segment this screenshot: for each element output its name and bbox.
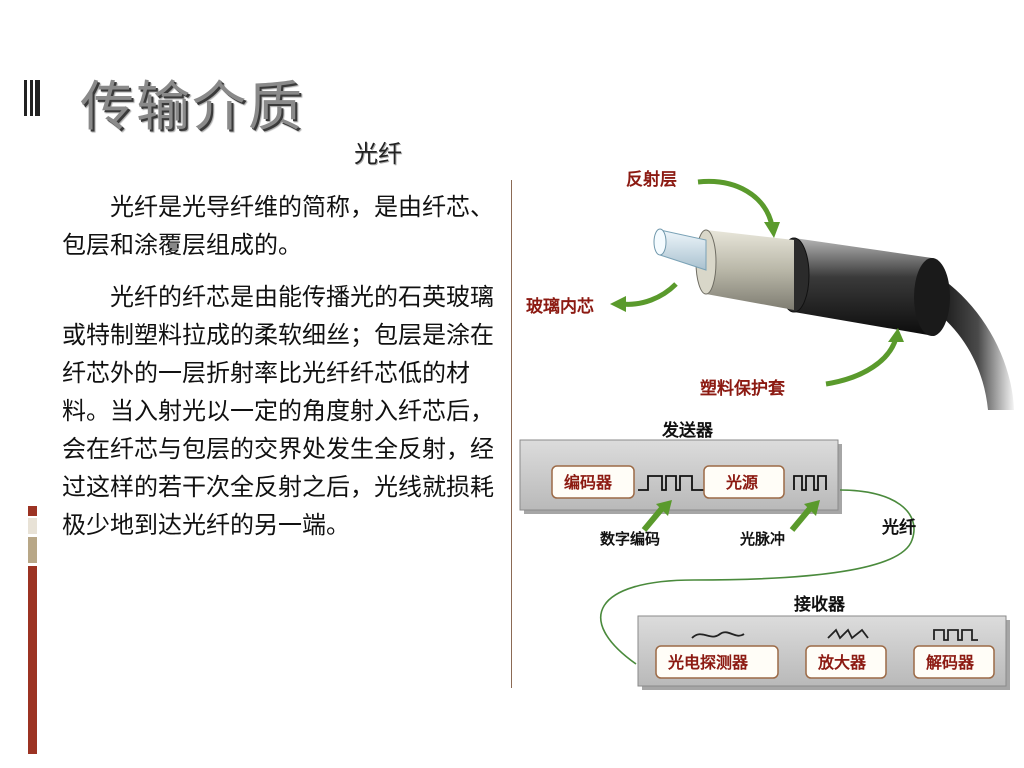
amplified-signal-icon [827, 628, 869, 640]
fiber-cable-illustration [653, 228, 1014, 410]
fiber-diagram: 反射层 玻璃内芯 塑料保护套 发送器 编码器 光源 数字编码 光脉冲 [519, 169, 1014, 690]
arrow-icon [888, 328, 904, 342]
arrow-icon [825, 337, 899, 387]
arrow-icon [621, 282, 678, 307]
arrow-icon [764, 222, 780, 238]
accent-bar [28, 537, 37, 563]
light-pulse-label: 光脉冲 [739, 530, 785, 548]
arrow-icon [697, 178, 775, 227]
divider [511, 180, 512, 688]
arrow-icon [610, 296, 626, 312]
slide-title: 传输介质 [80, 75, 304, 138]
amplifier-box: 放大器 [805, 645, 887, 679]
body-text: 光纤是光导纤维的简称，是由纤芯、包层和涂覆层组成的。 光纤的纤芯是由能传播光的石… [62, 188, 502, 558]
decoder-box: 解码器 [913, 645, 995, 679]
arrow-icon [804, 500, 820, 516]
photodetector-label: 光电探测器 [667, 653, 749, 672]
encoder-box: 编码器 [551, 465, 635, 499]
light-pulse-icon [793, 475, 827, 491]
sender-title: 发送器 [661, 420, 714, 441]
amplifier-label: 放大器 [817, 653, 867, 672]
arrow-icon [789, 504, 815, 532]
accent-bar [28, 518, 37, 534]
slide-subtitle: 光纤 [354, 140, 402, 168]
receiver-title: 接收器 [794, 594, 846, 615]
accent-bar [28, 506, 37, 516]
decoded-signal-icon [933, 629, 978, 641]
accent-bar [28, 566, 37, 754]
arrow-icon [641, 504, 667, 532]
light-source-label: 光源 [725, 473, 758, 492]
fiber-link [600, 489, 915, 665]
decoder-label: 解码器 [926, 653, 975, 672]
encoder-label: 编码器 [564, 473, 613, 492]
jacket-label: 塑料保护套 [700, 378, 786, 399]
digital-code-label: 数字编码 [600, 530, 660, 548]
title-marker-icon [24, 80, 40, 116]
noisy-signal-icon [691, 631, 745, 639]
core-label: 玻璃内芯 [526, 296, 594, 317]
photodetector-box: 光电探测器 [655, 645, 779, 679]
paragraph: 光纤是光导纤维的简称，是由纤芯、包层和涂覆层组成的。 [62, 193, 494, 259]
cladding-label: 反射层 [626, 169, 677, 190]
digital-signal-icon [638, 475, 704, 491]
fiber-label: 光纤 [881, 517, 916, 538]
light-source-box: 光源 [703, 465, 785, 499]
fiber-figure: 反射层 玻璃内芯 塑料保护套 发送器 编码器 光源 数字编码 光脉冲 [514, 160, 1022, 700]
paragraph: 光纤的纤芯是由能传播光的石英玻璃或特制塑料拉成的柔软细丝；包层是涂在纤芯外的一层… [62, 283, 494, 539]
arrow-icon [656, 500, 672, 516]
